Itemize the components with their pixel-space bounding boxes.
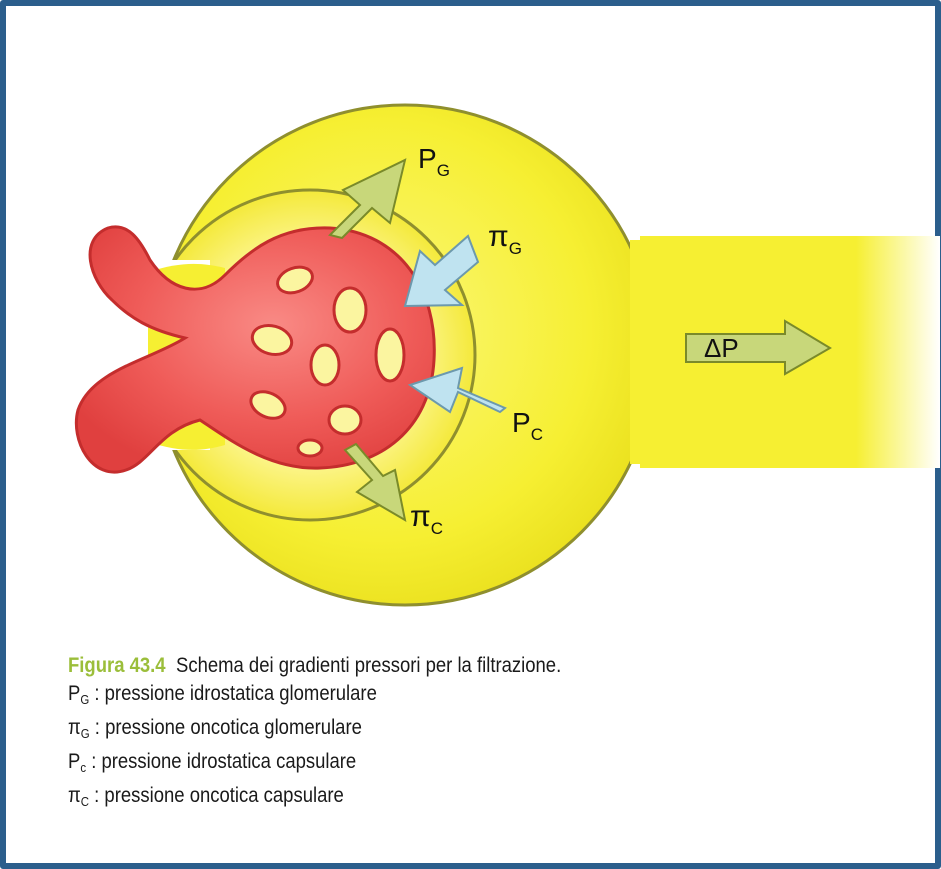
- caption-item: PG : pressione idrostatica glomerulare: [68, 680, 561, 714]
- caption-item: πC : pressione oncotica capsulare: [68, 782, 561, 816]
- figure-number: Figura 43.4: [68, 654, 166, 677]
- caption-item: πG : pressione oncotica glomerulare: [68, 714, 561, 748]
- figure-caption: Figura 43.4 Schema dei gradienti pressor…: [68, 652, 561, 816]
- caption-title-line: Figura 43.4 Schema dei gradienti pressor…: [68, 652, 561, 680]
- caption-item: Pc : pressione idrostatica capsulare: [68, 748, 561, 782]
- label-delta-p: ΔP: [704, 333, 739, 363]
- caption-title: Schema dei gradienti pressori per la fil…: [176, 654, 561, 677]
